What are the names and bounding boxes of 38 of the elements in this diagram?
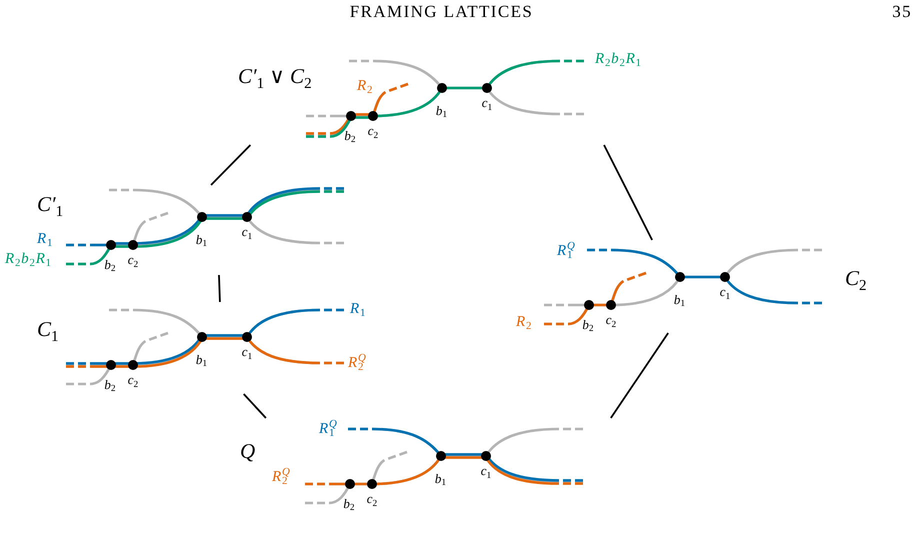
- running-header: FRAMING LATTICES: [350, 3, 534, 20]
- vertex-label: c$_{2}$: [606, 313, 616, 326]
- page-number: 35: [892, 3, 912, 20]
- connector-line: [218, 274, 221, 302]
- path-label: R$_{2}$b$_{2}$R$_{1}$: [595, 52, 642, 67]
- vertex-label: c$_{1}$: [242, 225, 252, 238]
- path-label: R$_{1}$: [350, 302, 366, 317]
- element-label: C′$_{1}$ ∨ C$_{2}$: [238, 66, 312, 87]
- path-label: R$_{2}$: [357, 79, 374, 94]
- connector-line: [243, 393, 267, 419]
- vertex-label: c$_{2}$: [366, 492, 378, 505]
- vertex-label: b$_{2}$: [104, 378, 116, 391]
- vertex-label: b$_{2}$: [104, 258, 116, 271]
- vertex-label: b$_{1}$: [674, 292, 686, 306]
- vertex-label: b$_{2}$: [582, 318, 594, 331]
- vertex-label: c$_{2}$: [128, 373, 138, 386]
- vertex-label: b$_{1}$: [434, 472, 446, 485]
- path-label: R$_{2}$b$_{2}$R$_{1}$: [5, 252, 52, 267]
- element-label: Q: [240, 441, 256, 462]
- vertex-label: c$_{1}$: [480, 464, 492, 477]
- element-label: C′$_{1}$: [37, 194, 64, 215]
- vertex-label: c$_{2}$: [128, 253, 138, 266]
- vertex-label: c$_{1}$: [720, 285, 730, 298]
- element-label: C$_{2}$: [845, 268, 867, 289]
- connector-line: [603, 144, 653, 240]
- element-label: C$_{1}$: [37, 319, 59, 340]
- vertex-label: b$_{2}$: [344, 128, 356, 142]
- vertex-label: b$_{2}$: [343, 496, 355, 510]
- vertex-label: b$_{1}$: [436, 104, 448, 117]
- vertex-label: c$_{1}$: [242, 345, 252, 358]
- connector-line: [210, 144, 252, 186]
- vertex-label: c$_{1}$: [482, 96, 492, 109]
- path-label: R$_{2}$: [516, 315, 532, 330]
- vertex-label: c$_{2}$: [368, 124, 378, 137]
- vertex-label: b$_{1}$: [196, 232, 208, 246]
- connector-line: [610, 332, 669, 418]
- vertex-label: b$_{1}$: [196, 352, 208, 366]
- path-label: R$_{1}$: [37, 232, 54, 247]
